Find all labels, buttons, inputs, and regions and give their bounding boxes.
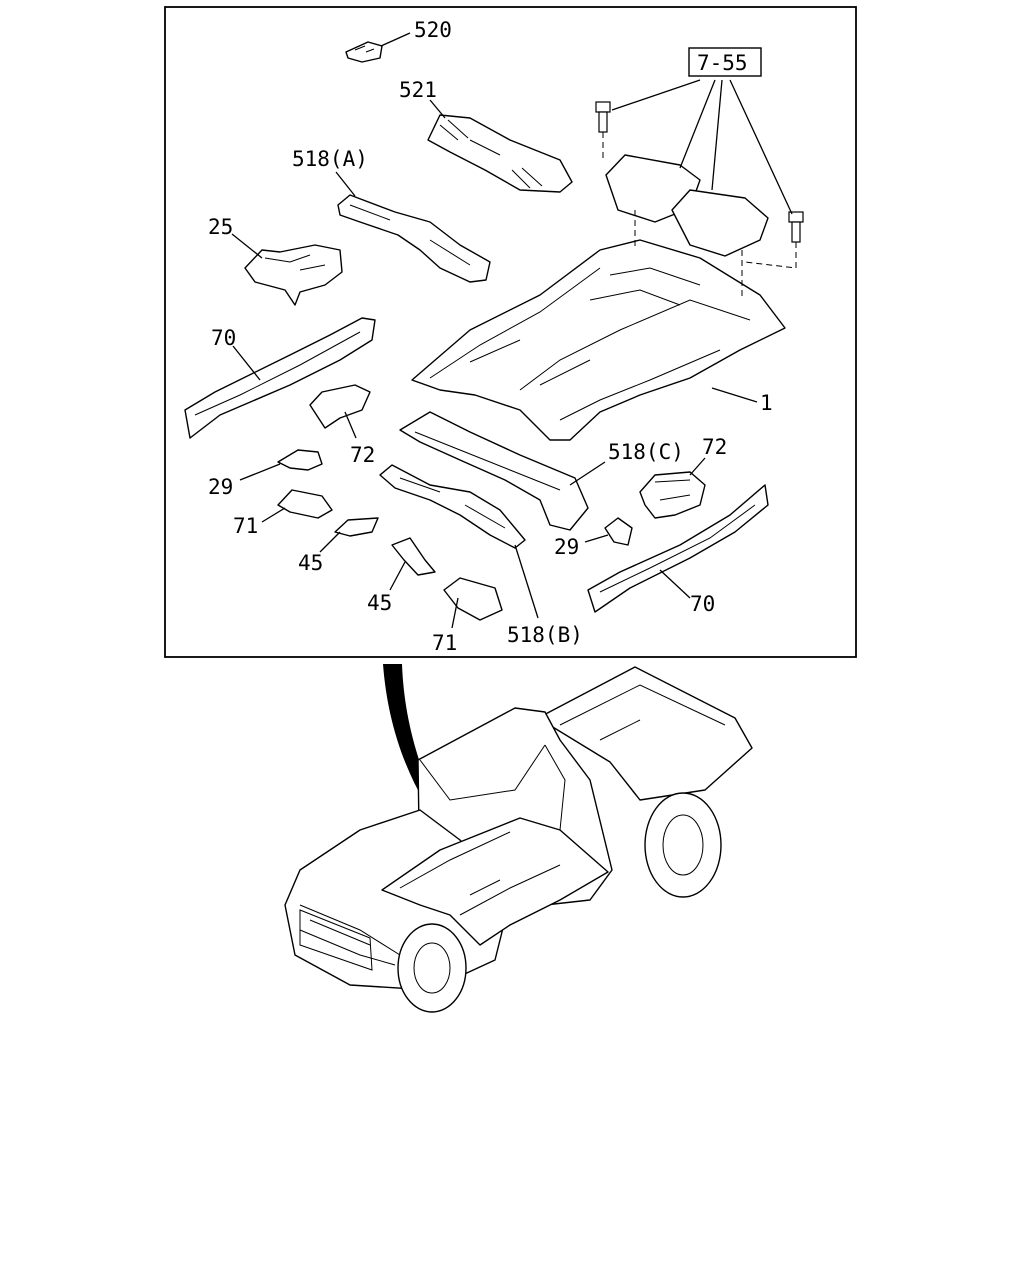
callout-70-left: 70 xyxy=(211,326,236,350)
part-70-left xyxy=(184,317,376,439)
part-45-left xyxy=(334,517,379,537)
part-518b xyxy=(379,464,526,549)
part-71-left xyxy=(277,489,333,519)
callout-71-mid: 71 xyxy=(432,631,457,655)
callout-25: 25 xyxy=(208,215,233,239)
part-1-floor-panel xyxy=(411,239,786,441)
part-29-left xyxy=(277,449,323,471)
part-70-right xyxy=(587,484,769,613)
callout-29-right: 29 xyxy=(554,535,579,559)
callout-518a: 518(A) xyxy=(292,147,368,171)
part-71-mid xyxy=(443,577,503,621)
part-45-mid xyxy=(391,537,436,576)
location-pointer-arrow xyxy=(383,664,455,842)
callout-45-mid: 45 xyxy=(367,591,392,615)
part-25 xyxy=(244,244,343,306)
part-518a xyxy=(337,194,491,283)
callout-72-left: 72 xyxy=(350,443,375,467)
callout-518b: 518(B) xyxy=(507,623,583,647)
callout-1: 1 xyxy=(760,391,773,415)
bolt-icon xyxy=(595,101,611,133)
callout-521: 521 xyxy=(399,78,437,102)
part-72-right xyxy=(639,471,706,519)
callout-29-left: 29 xyxy=(208,475,233,499)
callout-70-right: 70 xyxy=(690,592,715,616)
ref-box-7-55 xyxy=(688,47,762,77)
truck-illustration xyxy=(284,666,753,1013)
callout-518c: 518(C) xyxy=(608,440,684,464)
callout-520: 520 xyxy=(414,18,452,42)
diagram-frame xyxy=(164,6,857,658)
part-521 xyxy=(427,114,573,193)
part-520 xyxy=(345,41,383,63)
part-29-right xyxy=(604,517,633,546)
bolt-icon xyxy=(788,211,804,243)
callout-7-55: 7-55 xyxy=(697,51,748,75)
callout-71-left: 71 xyxy=(233,514,258,538)
callout-72-right: 72 xyxy=(702,435,727,459)
part-72-left xyxy=(309,384,371,429)
callout-45-left: 45 xyxy=(298,551,323,575)
part-7-55-ecu xyxy=(605,154,769,257)
part-518c xyxy=(399,411,589,531)
